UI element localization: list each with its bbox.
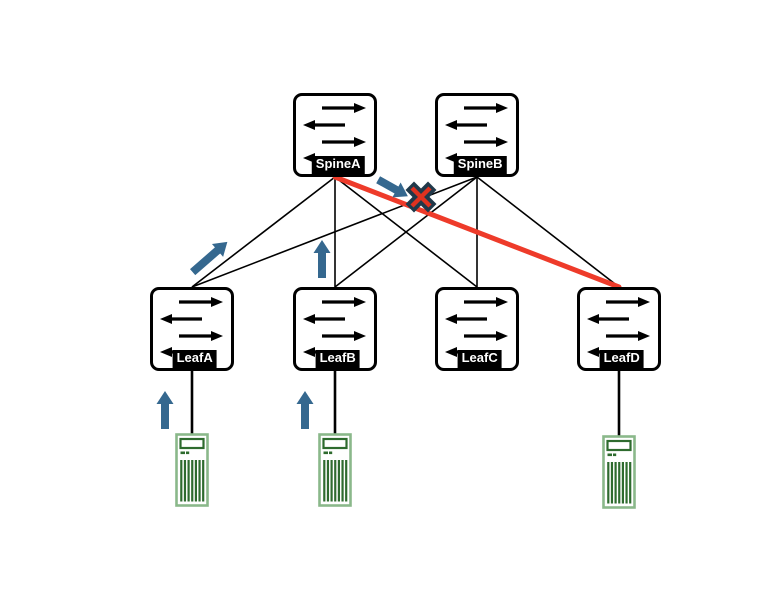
server-icon-leafd — [602, 435, 636, 509]
switch-icon — [445, 103, 508, 163]
switch-node-leafc: LeafC — [435, 287, 519, 371]
switch-node-spineb: SpineB — [435, 93, 519, 177]
switch-label-leafc: LeafC — [457, 350, 502, 368]
link-spineb-leafd — [476, 176, 620, 288]
switch-label-leafb: LeafB — [315, 350, 360, 368]
link-spinea-leafa — [191, 176, 336, 288]
link-spineb-leafb — [334, 176, 478, 288]
server-icon-leafb — [318, 433, 352, 507]
server-icon-leafa — [175, 433, 209, 507]
switch-label-leafd: LeafD — [599, 350, 644, 368]
switch-node-spinea: SpineA — [293, 93, 377, 177]
switch-label-leafa: LeafA — [172, 350, 217, 368]
switch-node-leafb: LeafB — [293, 287, 377, 371]
switch-node-leafa: LeafA — [150, 287, 234, 371]
switch-label-spineb: SpineB — [453, 156, 507, 174]
switch-label-spinea: SpineA — [311, 156, 365, 174]
switch-node-leafd: LeafD — [577, 287, 661, 371]
